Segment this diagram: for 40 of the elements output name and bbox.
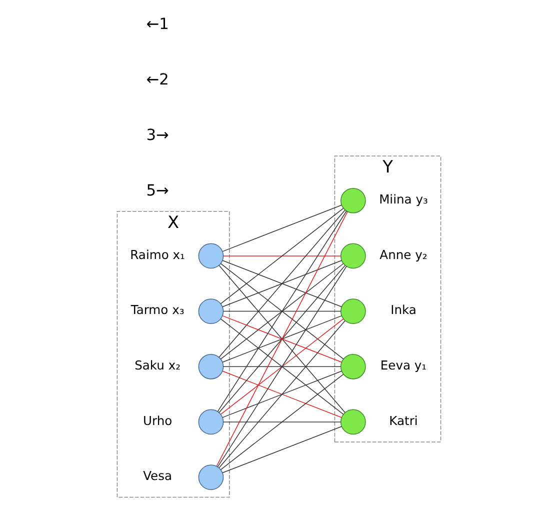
node-label: Inka xyxy=(390,303,416,318)
node-circle xyxy=(340,354,366,380)
connector xyxy=(222,204,342,252)
label: 3→ xyxy=(146,126,168,144)
label: ←2 xyxy=(146,70,168,89)
node-circle xyxy=(198,298,224,324)
connector xyxy=(218,210,345,358)
connector xyxy=(220,374,344,470)
node-label: Miina y₃ xyxy=(378,192,428,207)
node-label: Anne y₂ xyxy=(379,248,427,262)
node-label: Saku x₂ xyxy=(134,358,180,373)
connector xyxy=(216,210,346,412)
node-circle xyxy=(198,354,224,380)
node-label: Urho xyxy=(142,414,172,428)
node-circle xyxy=(198,464,224,490)
connector xyxy=(222,366,341,368)
node-label: Vesa xyxy=(142,469,172,484)
node-circle xyxy=(340,188,366,214)
node-circle xyxy=(198,243,224,269)
connector xyxy=(222,310,341,312)
node-circle xyxy=(340,243,366,269)
node-circle xyxy=(340,298,366,324)
node-label: Eeva y₁ xyxy=(380,358,426,373)
connector xyxy=(222,370,342,418)
connector xyxy=(216,266,346,468)
connector xyxy=(222,426,342,474)
connector xyxy=(220,208,344,304)
label: 5→ xyxy=(146,181,168,200)
node-label: Raimo x₁ xyxy=(130,248,184,262)
node-label: Tarmo x₃ xyxy=(130,303,184,318)
connector xyxy=(220,318,344,415)
connector xyxy=(216,211,348,466)
connector xyxy=(220,263,344,360)
connector xyxy=(218,320,345,468)
node-circle xyxy=(340,409,366,435)
node-label: Katri xyxy=(388,414,418,428)
connector xyxy=(222,260,342,308)
node-circle xyxy=(198,409,224,435)
label: ←1 xyxy=(146,15,168,34)
connector xyxy=(222,315,342,362)
